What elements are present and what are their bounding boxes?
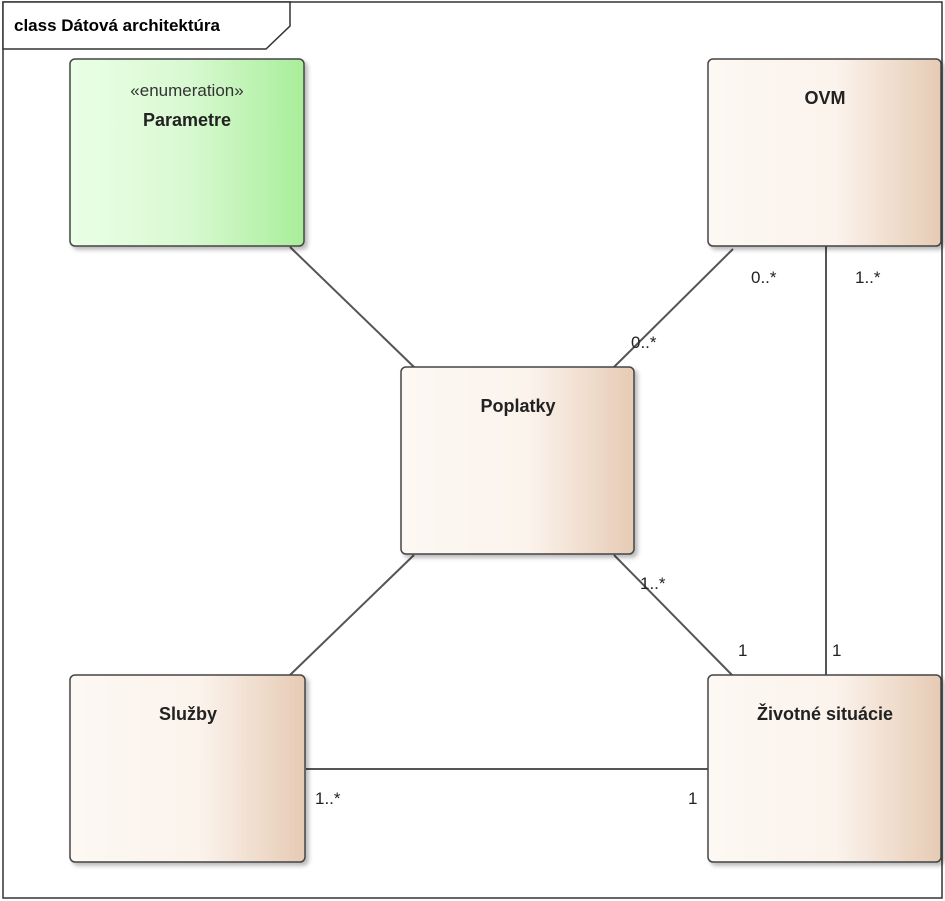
multiplicity-poplatky-zivotne-near-zivotne: 1 [738, 641, 747, 660]
class-ovm[interactable]: OVM [707, 58, 942, 247]
class-parametre-stereotype: «enumeration» [130, 81, 243, 100]
association-poplatky-ovm [613, 248, 734, 368]
class-sluzby[interactable]: Služby [69, 674, 306, 863]
class-ovm-name: OVM [804, 88, 845, 108]
multiplicity-ovm-zivotne-near-ovm: 1..* [855, 268, 881, 287]
multiplicity-poplatky-ovm-near-poplatky: 0..* [631, 333, 657, 352]
association-poplatky-zivotne-situacie [613, 554, 733, 676]
multiplicity-sluzby-zivotne-near-zivotne: 1 [688, 789, 697, 808]
class-zivotne-situacie[interactable]: Životné situácie [707, 674, 942, 863]
association-parametre-poplatky [289, 246, 415, 368]
class-zivotne-situacie-name: Životné situácie [757, 703, 893, 724]
multiplicity-sluzby-zivotne-near-sluzby: 1..* [315, 789, 341, 808]
class-parametre[interactable]: «enumeration» Parametre [69, 58, 305, 247]
class-sluzby-name: Služby [159, 704, 217, 724]
association-poplatky-sluzby [289, 554, 415, 676]
class-parametre-name: Parametre [143, 110, 231, 130]
frame-title-tab [2, 1, 291, 50]
frame-title: class Dátová architektúra [14, 16, 221, 35]
multiplicity-poplatky-ovm-near-ovm: 0..* [751, 268, 777, 287]
class-poplatky-name: Poplatky [480, 396, 555, 416]
multiplicity-poplatky-zivotne-near-poplatky: 1..* [640, 574, 666, 593]
class-poplatky[interactable]: Poplatky [400, 366, 635, 555]
multiplicity-ovm-zivotne-near-zivotne: 1 [832, 641, 841, 660]
